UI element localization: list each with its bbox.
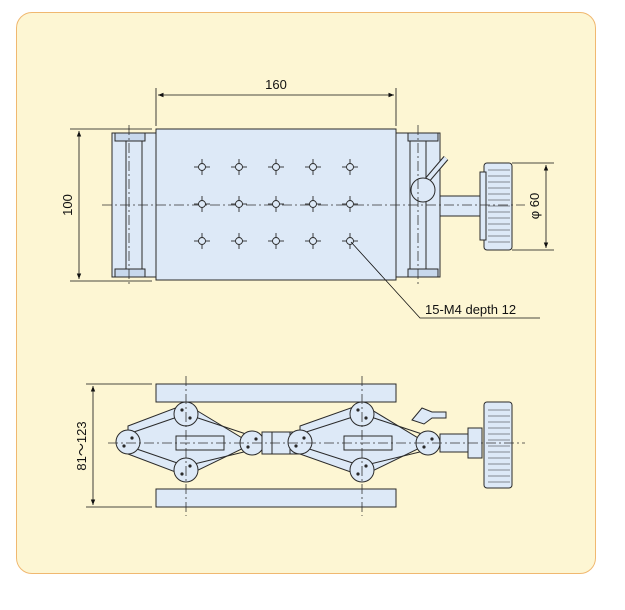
top-view-dimensions — [70, 88, 554, 319]
left-scissor-link — [115, 401, 265, 483]
mounting-hole — [305, 233, 321, 249]
top-view — [102, 125, 525, 285]
height-dimension-label: 100 — [60, 194, 75, 216]
mounting-hole — [194, 233, 210, 249]
mounting-hole — [305, 196, 321, 212]
mounting-hole — [231, 196, 247, 212]
mounting-hole — [194, 159, 210, 175]
width-dimension-label: 160 — [265, 77, 287, 92]
bottom-plate — [155, 488, 397, 508]
side-center-lines — [108, 376, 525, 516]
side-view-dimensions — [86, 383, 152, 508]
callout-leader — [350, 241, 540, 319]
side-knob-knurl — [488, 409, 510, 483]
mounting-hole — [268, 159, 284, 175]
knob-diameter-label: φ 60 — [527, 193, 542, 220]
mounting-hole — [231, 159, 247, 175]
mounting-hole — [305, 159, 321, 175]
clamp-lever — [411, 407, 447, 425]
mounting-hole — [342, 196, 358, 212]
mounting-hole — [194, 196, 210, 212]
top-plate — [155, 383, 397, 403]
mounting-hole-grid — [194, 159, 358, 249]
knob-knurl — [488, 169, 510, 243]
side-view — [108, 376, 525, 516]
feed-shaft — [439, 195, 485, 217]
side-adjust-knob — [483, 401, 513, 489]
mounting-hole — [268, 196, 284, 212]
hole-callout-label: 15-M4 depth 12 — [425, 302, 516, 317]
mounting-hole — [268, 233, 284, 249]
mounting-hole — [342, 159, 358, 175]
pivot-pins — [122, 408, 434, 476]
lock-knob — [410, 177, 436, 203]
mounting-hole — [231, 233, 247, 249]
height-range-label: 81～123 — [74, 421, 89, 470]
